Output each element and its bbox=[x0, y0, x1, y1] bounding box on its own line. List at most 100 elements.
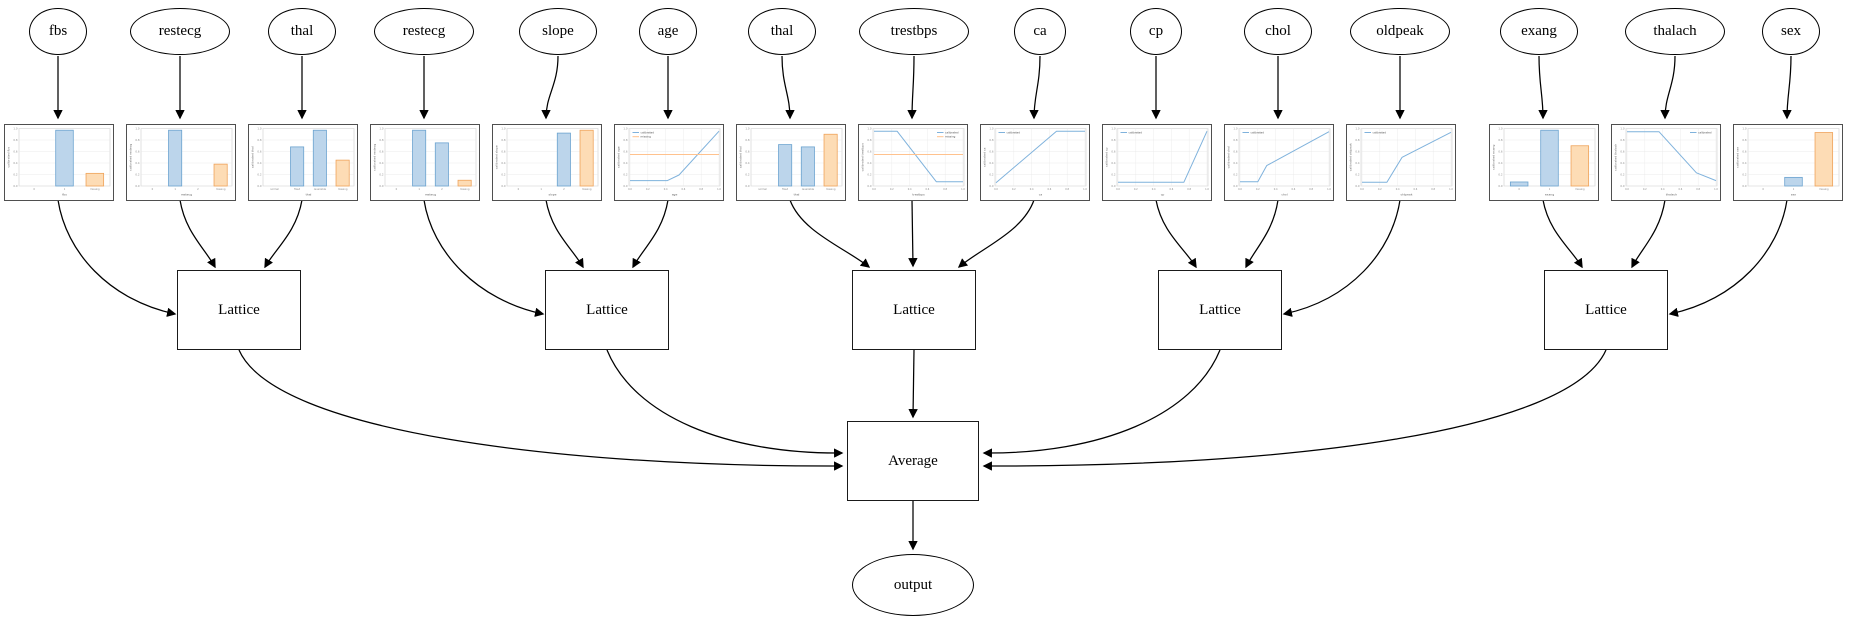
x-tick-label: 0.2 bbox=[1643, 188, 1647, 191]
y-tick-label: 0.8 bbox=[1498, 138, 1502, 142]
x-tick-label: 0.8 bbox=[1696, 188, 1700, 191]
edge-to-lattice bbox=[1668, 199, 1788, 317]
feature-label: restecg bbox=[158, 23, 202, 39]
edge-lattice-to-average bbox=[908, 349, 918, 419]
y-tick-label: 0.4 bbox=[1620, 161, 1624, 165]
y-axis-label: calibrated cp bbox=[1105, 147, 1109, 167]
x-axis-label: ca bbox=[1039, 193, 1043, 197]
bar-thal-fixed bbox=[778, 144, 793, 187]
x-axis-label: restecg bbox=[425, 193, 436, 197]
x-tick-label: 0.8 bbox=[943, 188, 947, 191]
average-node: Average bbox=[847, 421, 979, 501]
edge-to-lattice bbox=[264, 199, 303, 269]
x-tick-label: 0 bbox=[396, 187, 398, 191]
x-tick-label: 0.6 bbox=[1169, 188, 1173, 191]
x-tick-label: 0 bbox=[1518, 187, 1520, 191]
x-tick-label: 0.2 bbox=[890, 188, 894, 191]
bar-thal-reversible bbox=[800, 146, 815, 187]
edge-to-lattice bbox=[632, 199, 669, 269]
x-tick-label: 0.0 bbox=[872, 188, 876, 191]
x-axis-label: thal bbox=[794, 193, 800, 197]
x-tick-label: 1.0 bbox=[961, 188, 965, 191]
feature-node-sex: sex bbox=[1762, 8, 1820, 55]
feature-node-slope: slope bbox=[518, 8, 598, 55]
y-tick-label: 1.0 bbox=[135, 127, 139, 131]
lattice-label: Lattice bbox=[893, 301, 935, 318]
edge-feature-to-calibrator bbox=[1782, 55, 1792, 120]
y-tick-label: 0.8 bbox=[1355, 138, 1359, 142]
x-axis-label: slope bbox=[549, 193, 557, 197]
y-tick-label: 0.0 bbox=[13, 184, 17, 188]
feature-label: exang bbox=[1521, 23, 1557, 39]
x-tick-label: 1.0 bbox=[1083, 188, 1087, 191]
y-tick-label: 0.2 bbox=[1498, 173, 1502, 177]
edge-to-lattice bbox=[1542, 199, 1583, 269]
y-tick-label: 0.2 bbox=[989, 173, 993, 177]
legend-label: missing bbox=[945, 135, 956, 139]
x-tick-label: 0 bbox=[33, 187, 35, 191]
x-tick-label: 1 bbox=[540, 187, 542, 191]
feature-label: trestbps bbox=[890, 23, 938, 39]
y-tick-label: 0.0 bbox=[501, 184, 505, 188]
x-tick-label: 0 bbox=[152, 187, 154, 191]
feature-node-trestbps: trestbps bbox=[859, 8, 969, 55]
x-tick-label: 1.0 bbox=[1714, 188, 1718, 191]
y-tick-label: 0.8 bbox=[745, 138, 749, 142]
y-tick-label: 0.2 bbox=[1233, 173, 1237, 177]
series-line-calibrated bbox=[1240, 131, 1330, 183]
x-tick-label: 0.8 bbox=[699, 188, 703, 191]
x-axis-label: sex bbox=[1791, 193, 1796, 197]
y-tick-label: 0.8 bbox=[989, 138, 993, 142]
edge-to-lattice bbox=[908, 199, 918, 268]
y-axis-label: calibrated thal bbox=[251, 146, 255, 168]
y-axis-label: calibrated thalach bbox=[1614, 144, 1618, 171]
y-axis-label: calibrated fbs bbox=[7, 147, 11, 168]
x-tick-label: 0.0 bbox=[994, 188, 998, 191]
series-line-calibrated bbox=[995, 130, 1085, 184]
y-tick-label: 0.6 bbox=[257, 150, 261, 154]
x-tick-label: reversible bbox=[802, 187, 815, 191]
x-tick-label: 0.0 bbox=[628, 188, 632, 191]
y-tick-label: 0.0 bbox=[1742, 184, 1746, 188]
x-tick-label: missing bbox=[338, 187, 348, 191]
feature-label: sex bbox=[1781, 23, 1801, 39]
y-tick-label: 0.8 bbox=[379, 138, 383, 142]
bar-thal-reversible bbox=[312, 129, 327, 187]
x-tick-label: 1 bbox=[1793, 187, 1795, 191]
y-tick-label: 1.0 bbox=[745, 127, 749, 131]
x-tick-label: 0.8 bbox=[1065, 188, 1069, 191]
edge-to-lattice bbox=[545, 199, 584, 269]
feature-node-chol: chol bbox=[1244, 8, 1312, 55]
bar-restecg-2 bbox=[434, 142, 449, 187]
edge-feature-to-calibrator bbox=[781, 55, 795, 120]
y-tick-label: 0.6 bbox=[1498, 150, 1502, 154]
y-tick-label: 0.4 bbox=[1742, 161, 1746, 165]
bar-restecg-missing bbox=[457, 179, 472, 187]
x-tick-label: missing bbox=[90, 187, 100, 191]
x-tick-label: 0.8 bbox=[1187, 188, 1191, 191]
y-tick-label: 0.6 bbox=[623, 150, 627, 154]
y-axis-label: calibrated thal bbox=[739, 146, 743, 168]
feature-label: cp bbox=[1148, 23, 1164, 39]
lattice-label: Lattice bbox=[1199, 301, 1241, 318]
series-line-calibrated bbox=[874, 130, 963, 183]
y-tick-label: 0.6 bbox=[135, 150, 139, 154]
x-tick-label: 2 bbox=[441, 187, 443, 191]
x-tick-label: 0.2 bbox=[1378, 188, 1382, 191]
edge-to-lattice bbox=[957, 199, 1035, 268]
bar-fbs-missing bbox=[85, 172, 105, 187]
x-tick-label: 0.6 bbox=[1678, 188, 1682, 191]
feature-node-cp: cp bbox=[1130, 8, 1182, 55]
y-tick-label: 1.0 bbox=[13, 127, 17, 131]
y-axis-label: calibrated ca bbox=[983, 147, 987, 167]
